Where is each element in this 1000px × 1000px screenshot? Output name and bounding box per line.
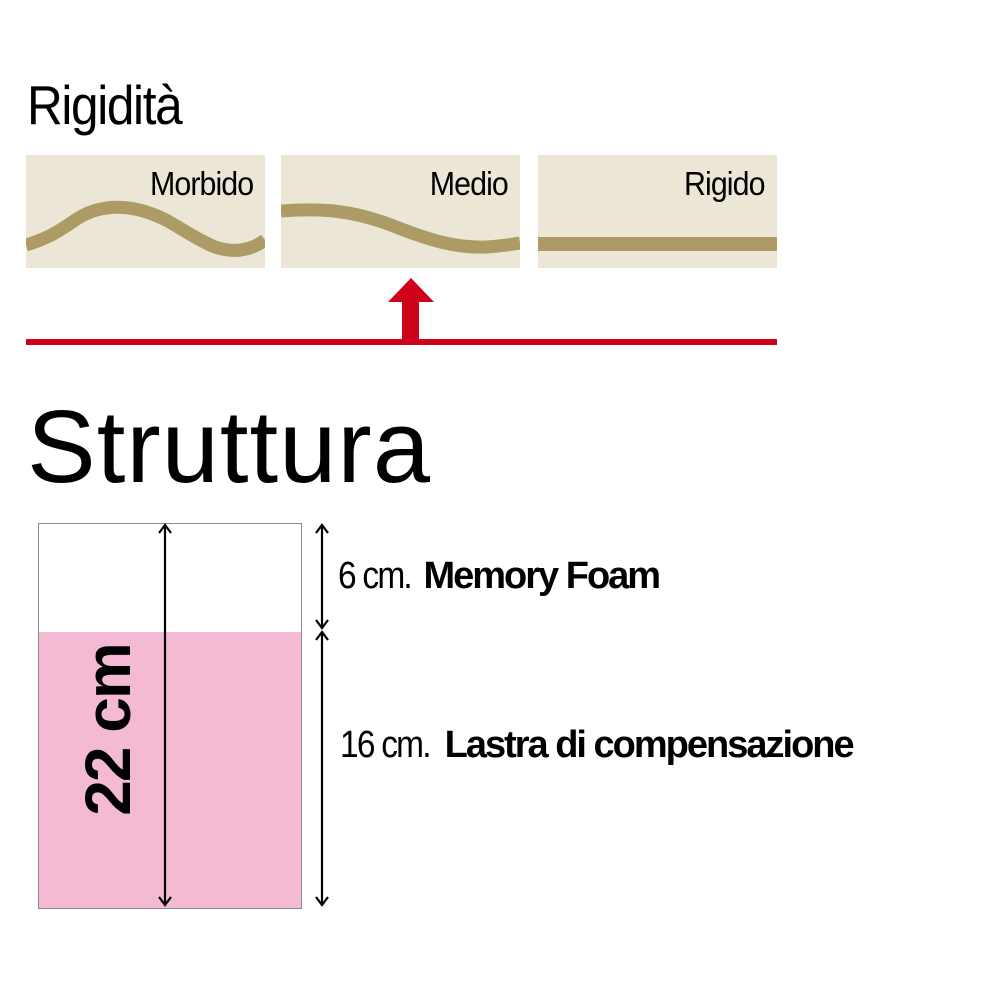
structure-title: Struttura bbox=[27, 389, 432, 504]
dimension-arrows bbox=[158, 523, 329, 907]
medium-curve-graphic bbox=[281, 203, 520, 254]
soft-curve-graphic bbox=[26, 200, 265, 257]
layer-thickness: 16 cm. bbox=[340, 724, 432, 766]
rigidity-panel-medium: Medio bbox=[281, 155, 520, 268]
compensation-slab-height-arrow-icon bbox=[315, 630, 329, 907]
layer-thickness: 6 cm. bbox=[338, 555, 413, 597]
layer-compensation-slab bbox=[39, 632, 301, 908]
layer-name: Memory Foam bbox=[423, 555, 661, 597]
rigidity-label-medium: Medio bbox=[429, 165, 509, 202]
rigidity-scale-line bbox=[26, 339, 777, 345]
layer-name: Lastra di compensazione bbox=[444, 724, 855, 766]
rigidity-panel-firm: Rigido bbox=[538, 155, 777, 268]
rigidity-title: Rigidità bbox=[27, 74, 183, 136]
rigidity-label-soft: Morbido bbox=[149, 165, 254, 202]
rigidity-label-firm: Rigido bbox=[684, 165, 765, 202]
layer-label-compensation-slab: 16 cm. Lastra di compensazione bbox=[340, 724, 855, 767]
selected-level-arrow-icon bbox=[388, 278, 434, 342]
rigidity-panel-soft: Morbido bbox=[26, 155, 265, 268]
memory-foam-height-arrow-icon bbox=[315, 523, 329, 630]
layer-label-memory-foam: 6 cm. Memory Foam bbox=[338, 555, 661, 598]
total-height-arrow-icon bbox=[158, 523, 172, 907]
firm-curve-graphic bbox=[538, 237, 777, 251]
rigidity-indicator bbox=[26, 278, 777, 345]
